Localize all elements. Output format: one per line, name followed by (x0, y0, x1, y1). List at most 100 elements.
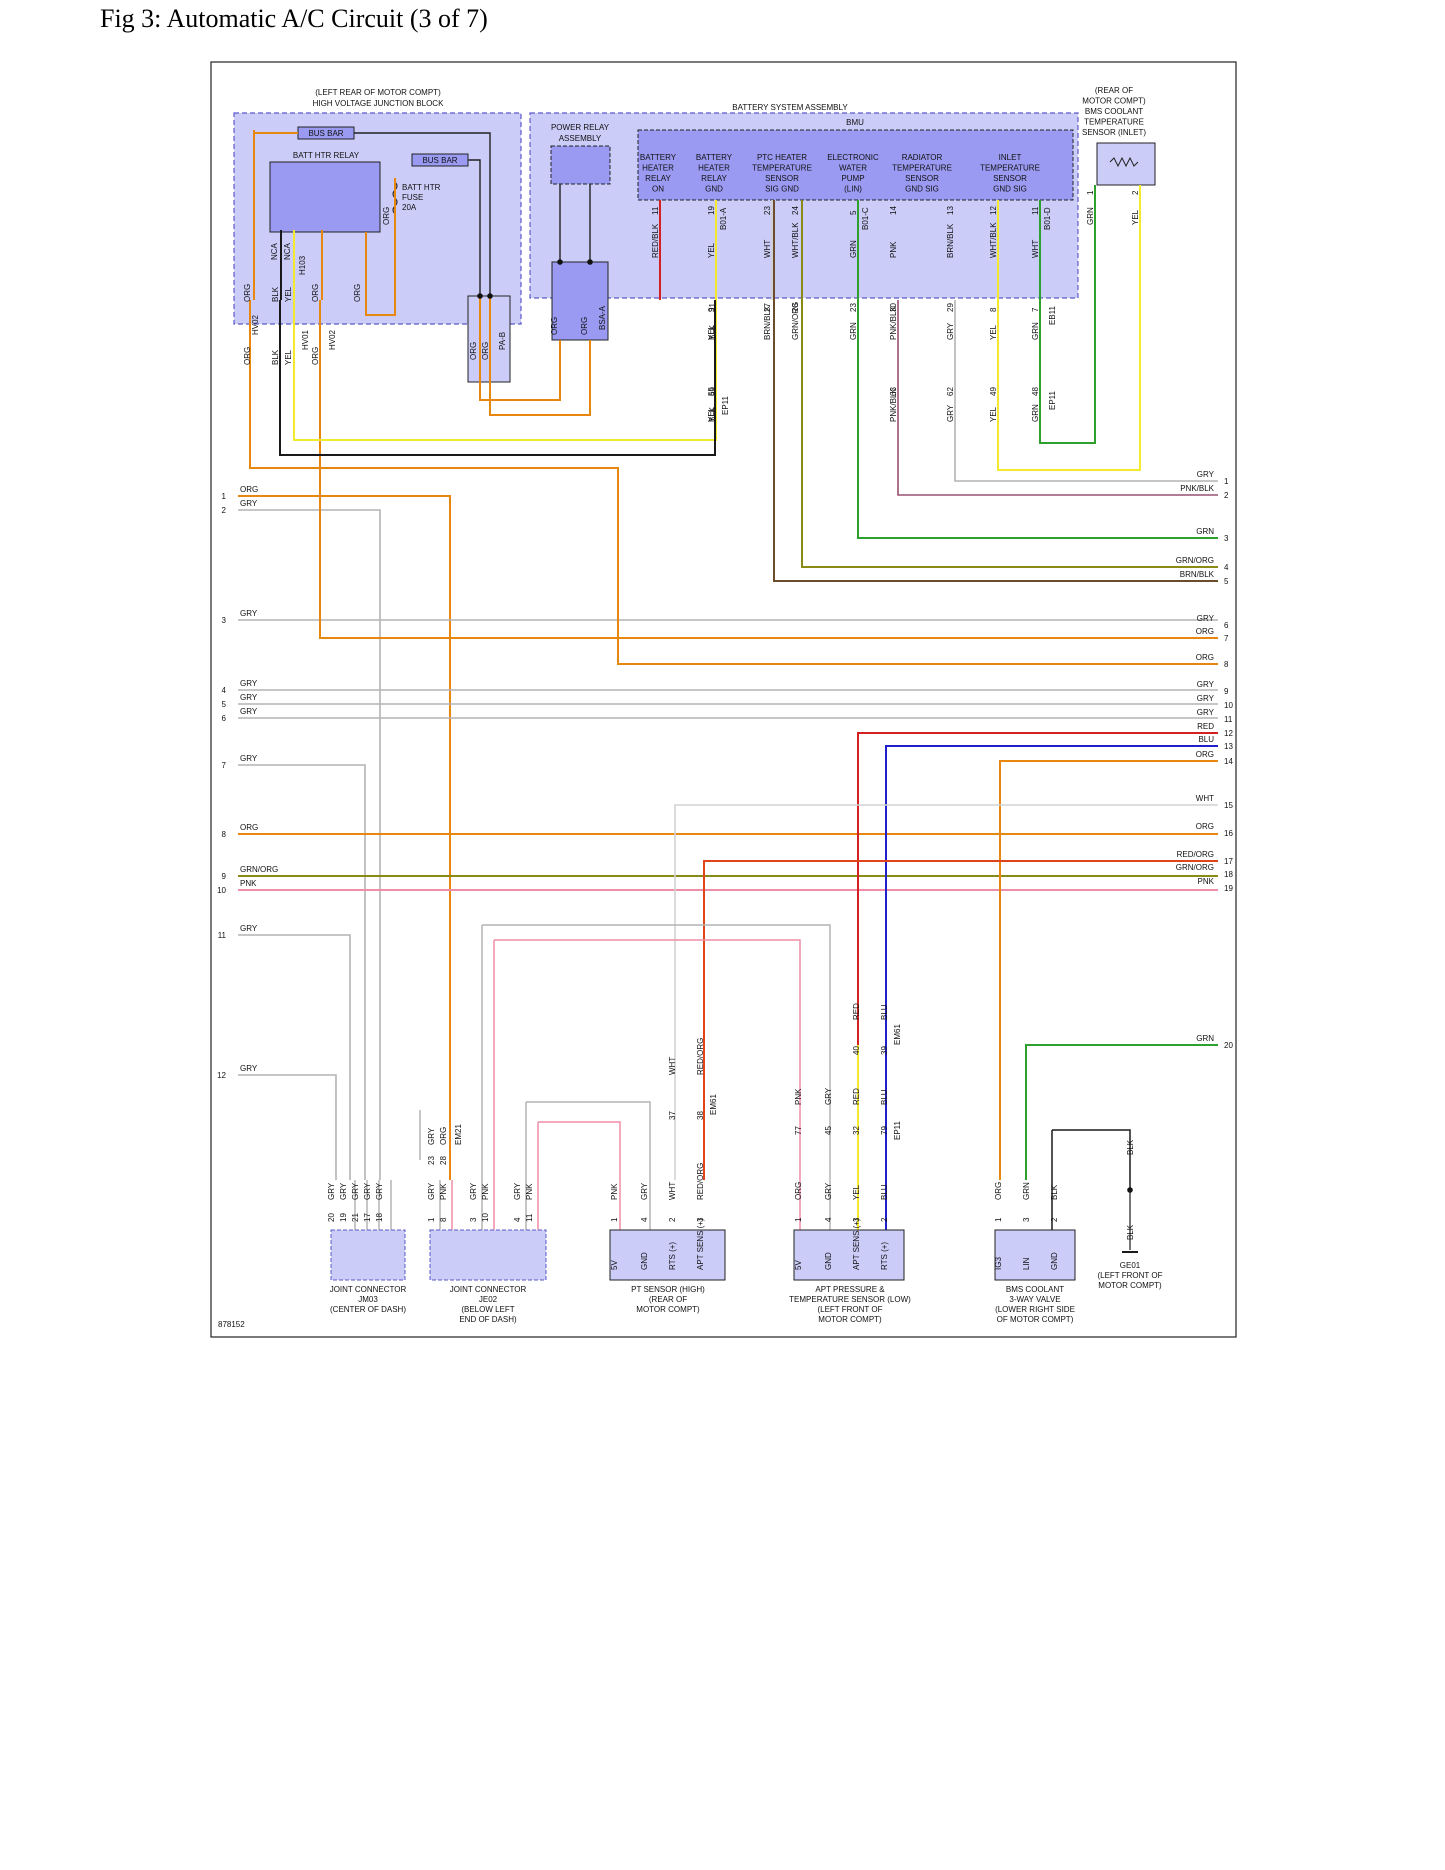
wire-pab-org-2 (489, 296, 591, 416)
pt-sensor (609, 1229, 726, 1281)
component-caption: JM03 (358, 1295, 378, 1304)
je02-pin-number: 3 (469, 1217, 478, 1222)
apt-ep11-pin: 79 (880, 1126, 889, 1135)
left-terminal-label: ORG (240, 485, 258, 494)
je02-pin-number: 4 (513, 1217, 522, 1222)
mid-pin-number: 23 (849, 303, 858, 312)
pin-wire: YEL (284, 286, 293, 302)
left-terminal-number: 1 (222, 492, 227, 501)
pt-pin-function: GND (640, 1252, 649, 1270)
connector-id: HV02 (328, 329, 337, 350)
component-caption: (LEFT FRONT OF (1097, 1271, 1162, 1280)
apt-pin-number: 2 (880, 1217, 889, 1222)
pin-wire: YEL (284, 349, 293, 365)
wire-bus2-blk (468, 159, 481, 296)
joint-connector-je02 (429, 1229, 547, 1281)
pin-wire: ORG (580, 317, 589, 335)
bmu-pin-wire: YEL (707, 242, 716, 258)
je02-pin-wire: GRY (513, 1182, 522, 1200)
right-terminal-label: GRY (1197, 708, 1215, 717)
pt-em61-wire: RED/ORG (696, 1038, 705, 1075)
batt-htr-fuse-label1: BATT HTR (402, 183, 441, 192)
hv-junction-label2: HIGH VOLTAGE JUNCTION BLOCK (313, 99, 444, 108)
connector-id: HV02 (251, 314, 260, 335)
component-caption: 3-WAY VALVE (1009, 1295, 1060, 1304)
valve-pin-function: LIN (1022, 1257, 1031, 1270)
bmu-section-text: INLET (999, 153, 1022, 162)
bms-sensor-label-text: TEMPERATURE (1084, 118, 1144, 127)
pt-em61-wire: WHT (668, 1057, 677, 1075)
bus-bar-1-label: BUS BAR (308, 129, 343, 138)
bmu-pin-number: 11 (1031, 206, 1040, 215)
pin-wire: ORG (481, 342, 490, 360)
right-terminal-number: 5 (1224, 577, 1229, 586)
right-terminal-number: 14 (1224, 757, 1233, 766)
right-terminal-number: 18 (1224, 870, 1233, 879)
mid-pin-wire: GRN/ORG (791, 302, 800, 340)
bmu-pin-wire: GRN (849, 240, 858, 258)
bmu-module (637, 129, 1074, 201)
bmu-pin-number: 19 (707, 206, 716, 215)
wire-bus-blk (354, 132, 491, 296)
wire-gry-r1 (954, 300, 1218, 482)
apt-pin-wire: ORG (794, 1182, 803, 1200)
right-terminal-label: GRN/ORG (1176, 556, 1214, 565)
low-pin-wire: GRN (1031, 404, 1040, 422)
pin-wire: GRN (1086, 207, 1095, 225)
right-terminal-number: 12 (1224, 729, 1233, 738)
mid-pin-wire: YEL (989, 324, 998, 340)
low-pin-wire: YEL (989, 406, 998, 422)
wire-org-r8 (249, 300, 1218, 665)
left-terminal-number: 3 (222, 616, 227, 625)
wire-brnblk-r5 (773, 200, 1218, 582)
power-relay-label1: POWER RELAY (551, 123, 610, 132)
right-terminal-label: BRN/BLK (1180, 570, 1215, 579)
mid-pin-wire: GRN (1031, 322, 1040, 340)
apt-pin-function: GND (824, 1252, 833, 1270)
mid-pin-number: 9 (707, 307, 716, 312)
bmu-section-text: ON (652, 185, 664, 194)
low-pin-number: 63 (889, 387, 898, 396)
mid-pin-wire: PNK/BLK (889, 306, 898, 340)
je02-pin-number: 11 (525, 1213, 534, 1222)
wire-redorg-r17 (703, 860, 1218, 1180)
left-terminal-number: 12 (217, 1071, 226, 1080)
wire-org-1 (238, 495, 451, 1180)
wire-grn-r3 (857, 200, 1218, 539)
mid-pin-number: 7 (1031, 307, 1040, 312)
right-terminal-label: GRY (1197, 470, 1215, 479)
bms-sensor-label-text: BMS COOLANT (1085, 107, 1143, 116)
joint-connector-jm03 (330, 1229, 406, 1281)
pin-label: NCA (283, 242, 292, 260)
apt-pin-wire: BLU (880, 1184, 889, 1200)
connector-id: BSA-A (598, 305, 607, 330)
pt-pin-wire: GRY (640, 1182, 649, 1200)
apt-pin-function: APT SENS (+) (852, 1218, 861, 1270)
low-pin-number: 49 (989, 387, 998, 396)
apt-pin-wire: GRY (824, 1182, 833, 1200)
apt-em61-wire: BLU (880, 1004, 889, 1020)
pt-pin-function: 5V (610, 1260, 619, 1270)
bmu-section-text: WATER (839, 164, 867, 173)
right-terminal-label: PNK/BLK (1180, 484, 1214, 493)
component-caption: MOTOR COMPT) (1098, 1281, 1162, 1290)
pin-number: 69 (708, 387, 717, 396)
power-relay-label2: ASSEMBLY (559, 134, 602, 143)
pt-pin-wire: RED/ORG (696, 1163, 705, 1200)
bmu-section-text: SENSOR (765, 174, 799, 183)
pt-em61-pin: 37 (668, 1111, 677, 1120)
left-terminal-label: ORG (240, 823, 258, 832)
wire-pnkblk-r2 (897, 300, 1218, 496)
left-terminal-number: 5 (222, 700, 227, 709)
bmu-section-text: SIG GND (765, 185, 799, 194)
je02-pin-number: 1 (427, 1217, 436, 1222)
ground-wire: BLK (1126, 1139, 1135, 1155)
left-terminal-label: GRY (240, 679, 258, 688)
splice-dot (477, 293, 483, 299)
connector-id: EP11 (1048, 390, 1057, 410)
jm03-pin-number: 20 (327, 1213, 336, 1222)
bmu-section-text: BATTERY (696, 153, 733, 162)
left-terminal-number: 2 (222, 506, 227, 515)
wire-blu-r13 (885, 745, 1218, 1045)
